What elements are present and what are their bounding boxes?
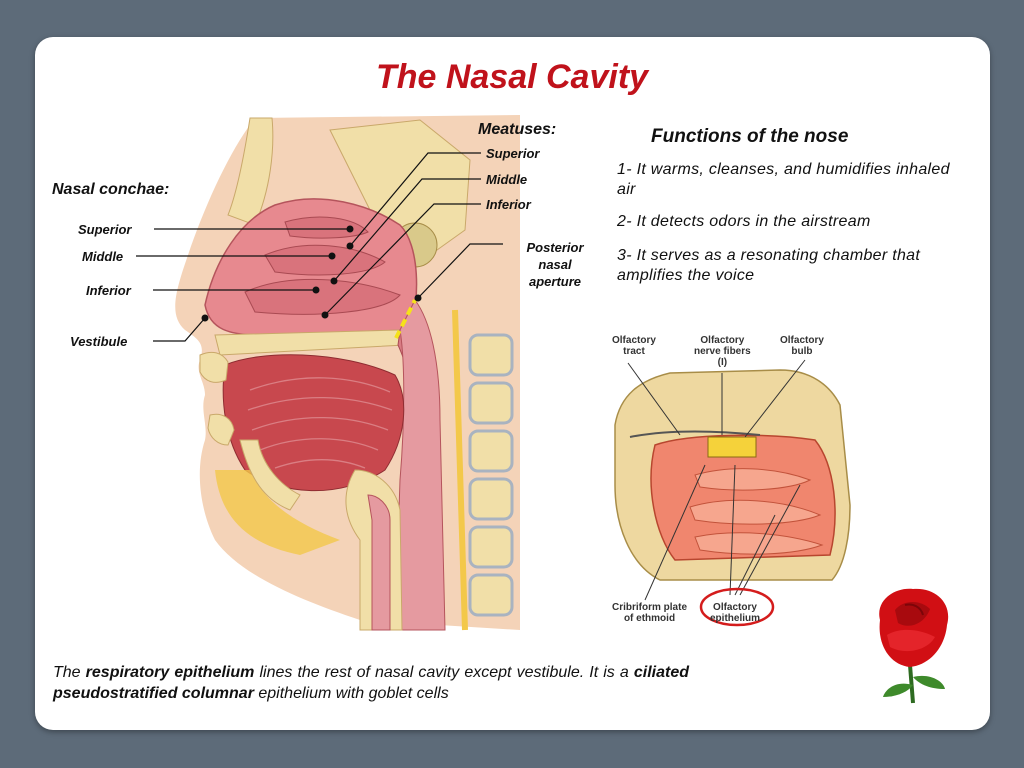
footer-text-3: epithelium with goblet cells bbox=[254, 685, 449, 702]
meatus-superior-label: Superior bbox=[486, 146, 539, 161]
posterior-aperture-line3: aperture bbox=[510, 273, 600, 290]
olfactory-bulb-line1: Olfactory bbox=[780, 335, 824, 346]
meatus-inferior-label: Inferior bbox=[486, 197, 531, 212]
concha-inferior-label: Inferior bbox=[86, 283, 131, 298]
cribriform-line1: Cribriform plate bbox=[612, 602, 687, 613]
olfactory-epithelium-line1: Olfactory bbox=[710, 602, 760, 613]
rose-decoration bbox=[865, 585, 960, 705]
olfactory-tract-line2: tract bbox=[612, 346, 656, 357]
meatus-middle-label: Middle bbox=[486, 172, 527, 187]
olfactory-bulb-region bbox=[708, 437, 756, 457]
olfactory-epithelium-line2: epithelium bbox=[710, 613, 760, 624]
posterior-aperture-label: Posterior nasal aperture bbox=[510, 239, 600, 290]
upper-teeth bbox=[200, 352, 228, 382]
concha-superior-label: Superior bbox=[78, 222, 131, 237]
olfactory-nerve-line3: (I) bbox=[694, 357, 751, 368]
olfactory-tract-label: Olfactory tract bbox=[612, 335, 656, 357]
footer-text-1: The bbox=[53, 664, 86, 681]
meatuses-heading: Meatuses: bbox=[478, 121, 556, 139]
footer-paragraph: The respiratory epithelium lines the res… bbox=[53, 662, 689, 704]
olfactory-illustration bbox=[600, 325, 880, 635]
cribriform-line2: of ethmoid bbox=[612, 613, 687, 624]
cribriform-label: Cribriform plate of ethmoid bbox=[612, 602, 687, 624]
vestibule-label: Vestibule bbox=[70, 334, 127, 349]
olfactory-nerve-label: Olfactory nerve fibers (I) bbox=[694, 335, 751, 368]
olfactory-nerve-line2: nerve fibers bbox=[694, 346, 751, 357]
olfactory-nerve-line1: Olfactory bbox=[694, 335, 751, 346]
concha-middle-label: Middle bbox=[82, 249, 123, 264]
functions-heading: Functions of the nose bbox=[651, 126, 848, 148]
footer-text-2: lines the rest of nasal cavity except ve… bbox=[254, 664, 634, 681]
olfactory-tract-line1: Olfactory bbox=[612, 335, 656, 346]
function-item-3: 3- It serves as a resonating chamber tha… bbox=[617, 246, 957, 286]
olfactory-epithelium-label: Olfactory epithelium bbox=[710, 602, 760, 624]
olfactory-bulb-label: Olfactory bulb bbox=[780, 335, 824, 357]
function-item-1: 1- It warms, cleanses, and humidifies in… bbox=[617, 160, 957, 200]
olfactory-bulb-line2: bulb bbox=[780, 346, 824, 357]
posterior-aperture-line2: nasal bbox=[510, 256, 600, 273]
posterior-aperture-line1: Posterior bbox=[510, 239, 600, 256]
function-item-2: 2- It detects odors in the airstream bbox=[617, 212, 957, 232]
footer-bold-1: respiratory epithelium bbox=[86, 664, 255, 681]
conchae-heading: Nasal conchae: bbox=[52, 181, 169, 199]
